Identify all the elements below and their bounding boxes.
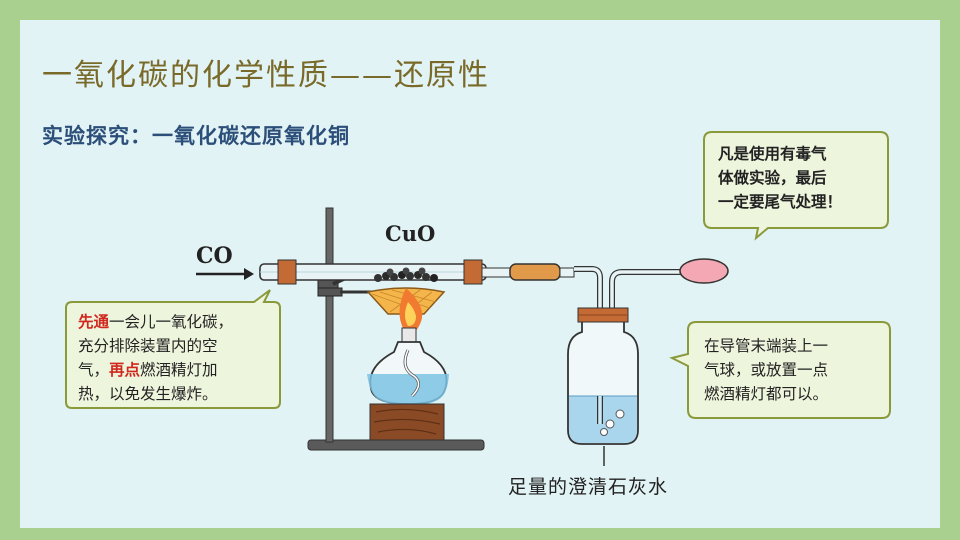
note-line: 在导管末端装上一 — [704, 337, 829, 355]
balloon — [679, 258, 729, 284]
limewater-label: 足量的澄清石灰水 — [508, 476, 669, 498]
ring-clamp — [317, 287, 343, 297]
note-line: 充分排除装置内的空 — [78, 337, 218, 355]
note-line: 气球，或放置一点 — [704, 361, 829, 379]
note-left-bubble — [65, 289, 281, 409]
note-top-right-bubble — [703, 131, 889, 241]
bubble — [615, 409, 625, 419]
note-line: 气，再点燃酒精灯加 — [78, 360, 218, 379]
note-line: 凡是使用有毒气 — [718, 144, 827, 163]
cuo-powder — [374, 267, 438, 282]
bubble — [600, 428, 608, 436]
note-left: 先通一会儿一氧化碳， 充分排除装置内的空 气，再点燃酒精灯加 热，以免发生爆炸。 — [78, 310, 233, 406]
stand-base — [307, 439, 485, 451]
cuo-label: CuO — [385, 221, 436, 246]
alcohol — [367, 374, 449, 406]
flame — [399, 288, 423, 333]
slide: 一氧化碳的化学性质——还原性 实验探究：一氧化碳还原氧化铜 CO CuO 足量的… — [20, 20, 940, 528]
stand-rod — [325, 207, 334, 443]
tube-stopper-right — [463, 259, 483, 285]
highlight-text: 再点 — [109, 360, 141, 379]
apparatus-drawing — [65, 131, 891, 466]
co-label: CO — [196, 243, 233, 269]
page-subtitle: 实验探究：一氧化碳还原氧化铜 — [42, 123, 350, 148]
page-title: 一氧化碳的化学性质——还原性 — [42, 58, 490, 93]
note-right: 在导管末端装上一 气球，或放置一点 燃酒精灯都可以。 — [704, 334, 828, 406]
rubber-tube — [509, 263, 561, 281]
note-line: 热，以免发生爆炸。 — [78, 385, 218, 403]
note-top-right: 凡是使用有毒气 体做实验，最后 一定要尾气处理！ — [718, 142, 842, 214]
bubble — [605, 419, 615, 429]
note-line: 一定要尾气处理！ — [718, 192, 843, 211]
tube-stopper-left — [277, 259, 297, 285]
highlight-text: 先通 — [78, 312, 110, 331]
note-line: 先通一会儿一氧化碳， — [78, 312, 234, 331]
note-line: 燃酒精灯都可以。 — [704, 385, 829, 403]
note-right-bubble — [669, 321, 891, 419]
note-line: 体做实验，最后 — [718, 168, 827, 187]
